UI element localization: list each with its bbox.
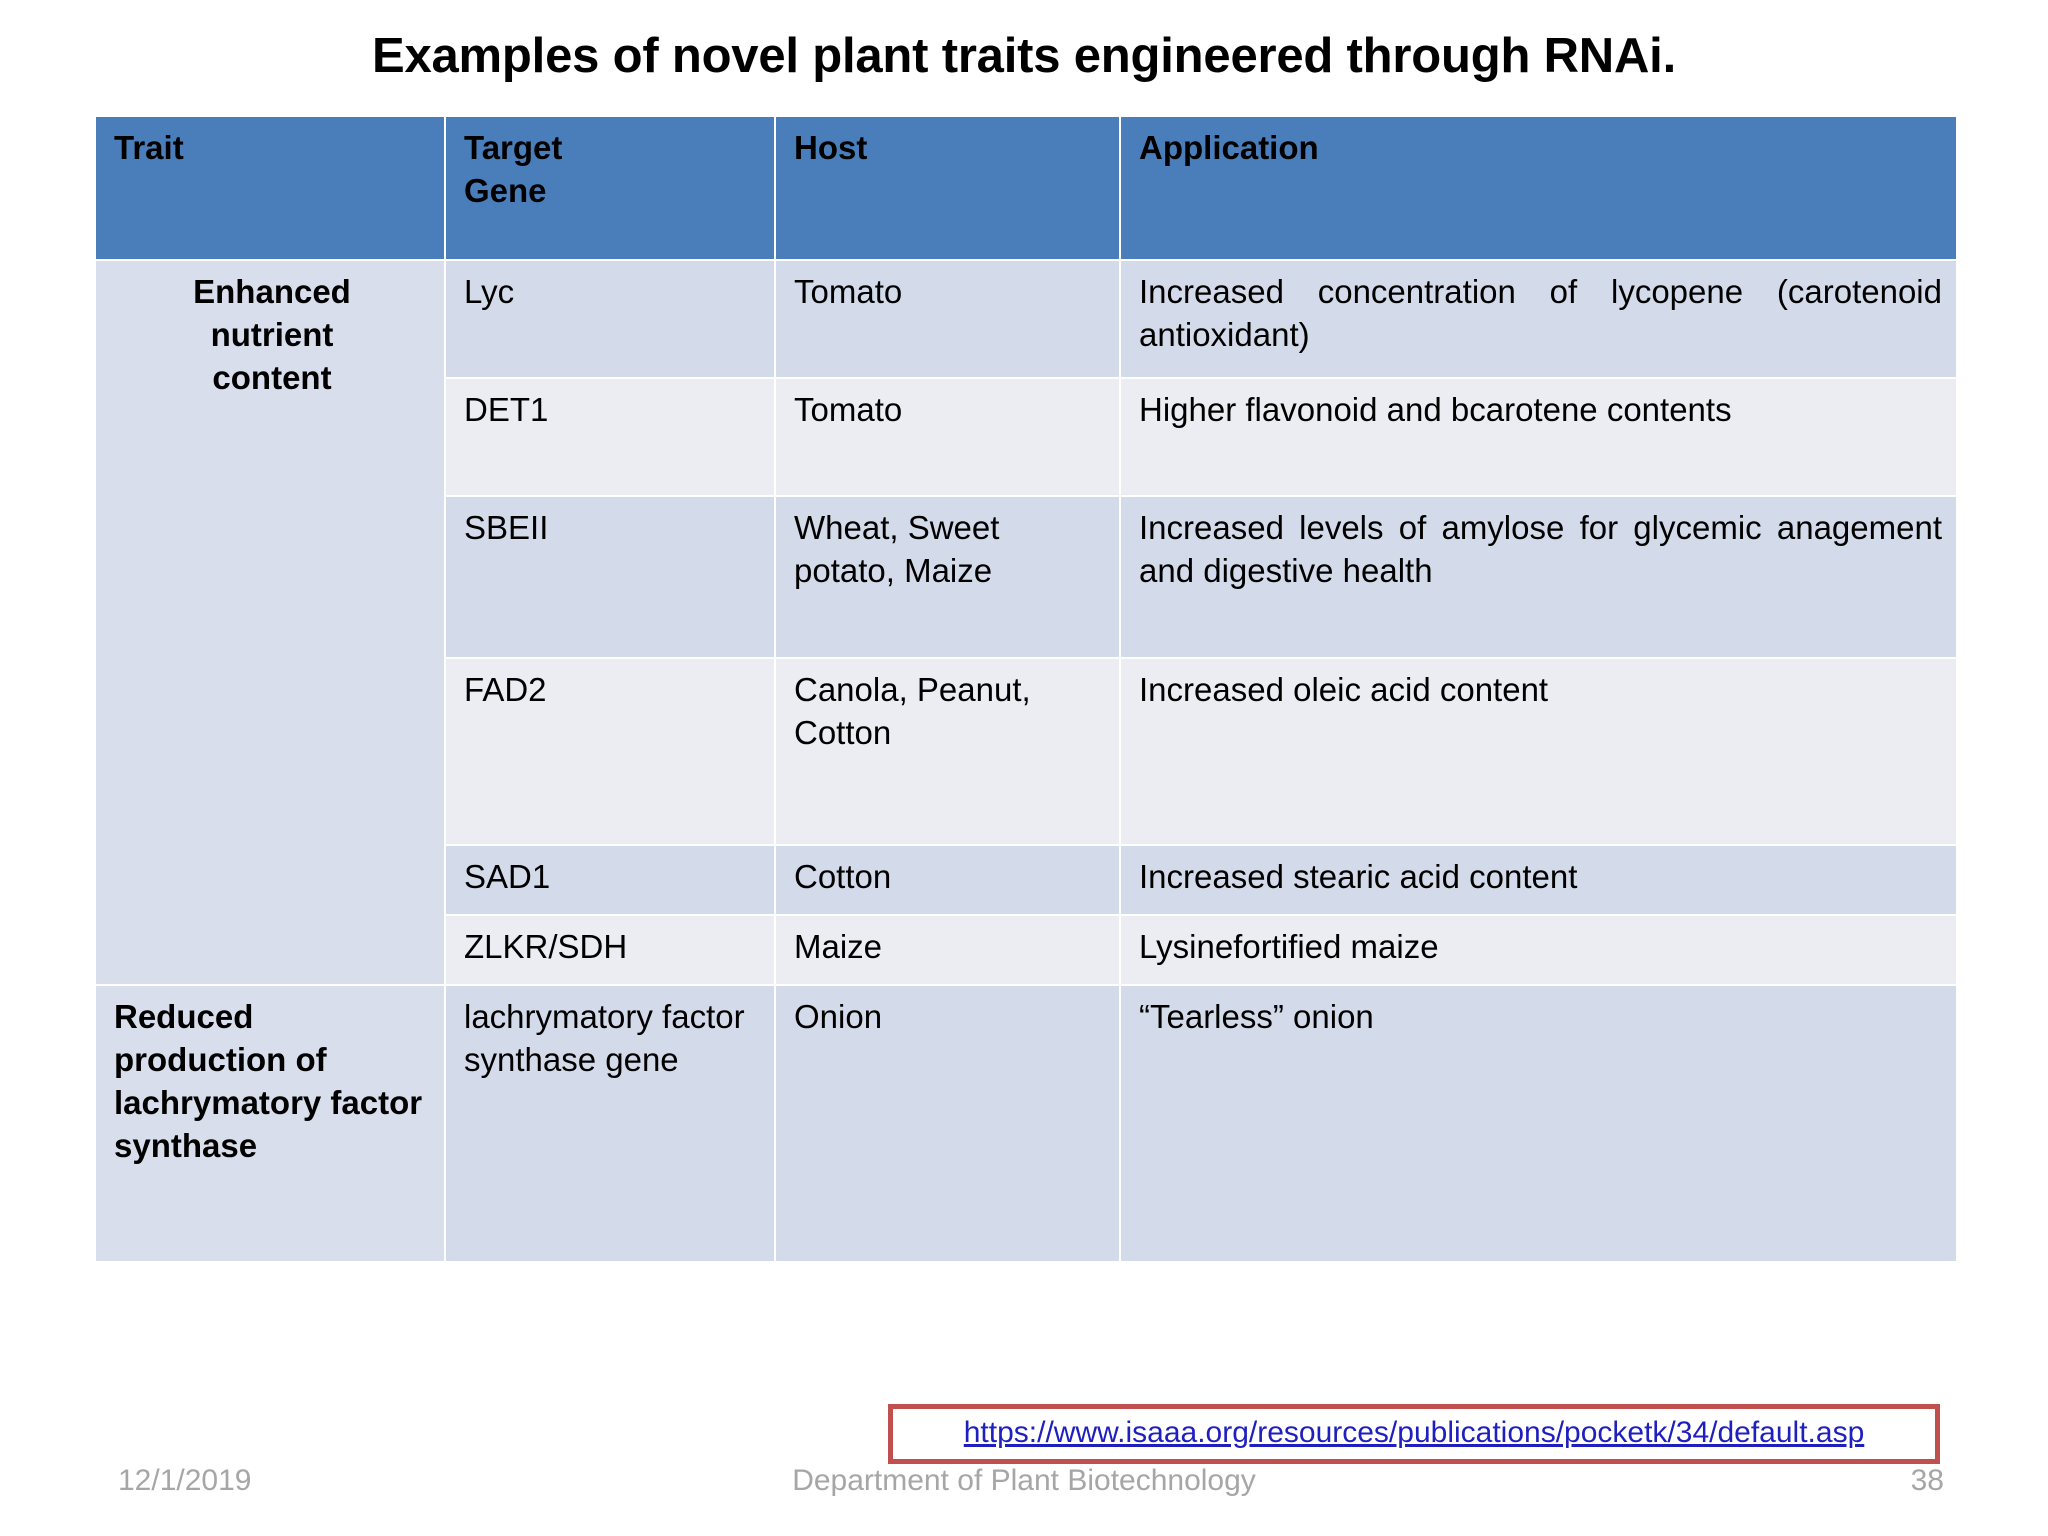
column-header-target-gene-line2: Gene bbox=[464, 171, 547, 209]
trait-group-cell-enhanced-nutrient-content: Enhanced nutrient content bbox=[94, 259, 446, 986]
trait-line-3: content bbox=[212, 358, 332, 396]
cell-application: Increased oleic acid content bbox=[1119, 657, 1958, 846]
cell-application: “Tearless” onion bbox=[1119, 984, 1958, 1263]
cell-target-gene: FAD2 bbox=[444, 657, 776, 846]
traits-table-wrapper: Trait Target Gene Host Application Enhan… bbox=[94, 115, 1958, 1263]
table-row: FAD2 Canola, Peanut, Cotton Increased ol… bbox=[95, 657, 1958, 846]
source-link-box[interactable]: https://www.isaaa.org/resources/publicat… bbox=[888, 1404, 1940, 1464]
table-row: DET1 Tomato Higher flavonoid and bcarote… bbox=[95, 377, 1958, 497]
cell-host: Wheat, Sweet potato, Maize bbox=[774, 495, 1121, 659]
column-header-host: Host bbox=[774, 115, 1121, 261]
footer-department: Department of Plant Biotechnology bbox=[792, 1464, 1256, 1497]
source-link[interactable]: https://www.isaaa.org/resources/publicat… bbox=[963, 1416, 1865, 1449]
slide-footer: 12/1/2019 Department of Plant Biotechnol… bbox=[0, 1464, 2048, 1514]
cell-host: Onion bbox=[774, 984, 1121, 1263]
cell-application: Increased concentration of lycopene (car… bbox=[1119, 259, 1958, 379]
cell-target-gene: ZLKR/SDH bbox=[444, 914, 776, 986]
cell-application: Increased stearic acid content bbox=[1119, 844, 1958, 916]
table-header-row: Trait Target Gene Host Application bbox=[94, 115, 1958, 261]
cell-host: Maize bbox=[774, 914, 1121, 986]
trait-line-1: Enhanced bbox=[193, 273, 351, 310]
cell-host: Tomato bbox=[774, 377, 1121, 497]
cell-application: Increased levels of amylose for glycemic… bbox=[1119, 495, 1958, 659]
traits-table: Trait Target Gene Host Application Enhan… bbox=[94, 115, 1958, 1263]
table-row: SAD1 Cotton Increased stearic acid conte… bbox=[95, 844, 1958, 916]
cell-application: Lysinefortified maize bbox=[1119, 914, 1958, 986]
table-row: ZLKR/SDH Maize Lysinefortified maize bbox=[95, 914, 1958, 986]
cell-target-gene: SAD1 bbox=[444, 844, 776, 916]
cell-host: Canola, Peanut, Cotton bbox=[774, 657, 1121, 846]
page-title: Examples of novel plant traits engineere… bbox=[371, 29, 1677, 83]
cell-target-gene: lachrymatory factor synthase gene bbox=[444, 984, 776, 1263]
table-row: Reduced production of lachrymatory facto… bbox=[94, 984, 1958, 1263]
cell-application: Higher flavonoid and bcarotene contents bbox=[1119, 377, 1958, 497]
cell-target-gene: Lyc bbox=[444, 259, 776, 379]
trait-line-2: nutrient bbox=[210, 315, 334, 353]
column-header-target-gene-line1: Target bbox=[464, 129, 563, 166]
trait-group-cell-reduced-lachrymatory-factor-synthase: Reduced production of lachrymatory facto… bbox=[94, 984, 446, 1263]
column-header-application: Application bbox=[1119, 115, 1958, 261]
column-header-target-gene: Target Gene bbox=[444, 115, 776, 261]
table-row: SBEII Wheat, Sweet potato, Maize Increas… bbox=[95, 495, 1958, 659]
cell-host: Cotton bbox=[774, 844, 1121, 916]
table-header: Trait Target Gene Host Application bbox=[94, 115, 1958, 261]
footer-date: 12/1/2019 bbox=[118, 1464, 252, 1497]
table-body: Enhanced nutrient content Lyc Tomato Inc… bbox=[94, 259, 1958, 1263]
column-header-trait: Trait bbox=[94, 115, 446, 261]
cell-host: Tomato bbox=[774, 259, 1121, 379]
table-row: Enhanced nutrient content Lyc Tomato Inc… bbox=[94, 259, 1958, 986]
footer-page-number: 38 bbox=[1910, 1464, 1944, 1497]
cell-target-gene: SBEII bbox=[444, 495, 776, 659]
cell-target-gene: DET1 bbox=[444, 377, 776, 497]
